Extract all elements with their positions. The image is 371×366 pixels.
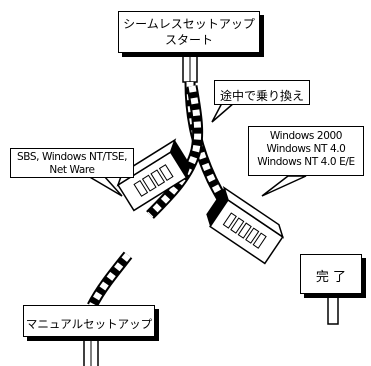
start-sign-post (182, 51, 198, 83)
right-route-label-line3: Windows NT 4.0 E/E (257, 156, 355, 168)
right-route-label-line2: Windows NT 4.0 (266, 143, 346, 155)
transfer-callout-text: 途中で乗り換え (220, 89, 305, 103)
left-route-label-line1: SBS, Windows NT/TSE, (16, 151, 128, 163)
right-train-car (206, 185, 285, 265)
right-route-label-line1: Windows 2000 (269, 130, 343, 142)
transfer-callout-pointer (211, 102, 237, 123)
right-train-windows (222, 212, 267, 249)
start-sign: シームレスセットアップ スタート (118, 11, 260, 53)
finish-sign-text: 完 了 (315, 270, 347, 285)
right-route-label: Windows 2000 Windows NT 4.0 Windows NT 4… (248, 126, 364, 176)
finish-sign-post (327, 293, 339, 325)
manual-sign-post (83, 337, 99, 366)
finish-sign: 完 了 (300, 254, 362, 294)
manual-setup-sign: マニュアルセットアップ (23, 305, 155, 337)
right-label-pointer (261, 175, 307, 197)
left-route-label-line2: Net Ware (49, 164, 95, 176)
manual-setup-sign-text: マニュアルセットアップ (25, 317, 153, 331)
left-train-windows (133, 164, 174, 197)
track-to-manual-setup (87, 251, 133, 309)
left-route-label: SBS, Windows NT/TSE, Net Ware (10, 148, 134, 178)
track-to-left-route (146, 85, 204, 219)
start-sign-line2: スタート (164, 33, 213, 47)
start-sign-line1: シームレスセットアップ (123, 17, 255, 31)
transfer-callout: 途中で乗り換え (214, 80, 310, 105)
